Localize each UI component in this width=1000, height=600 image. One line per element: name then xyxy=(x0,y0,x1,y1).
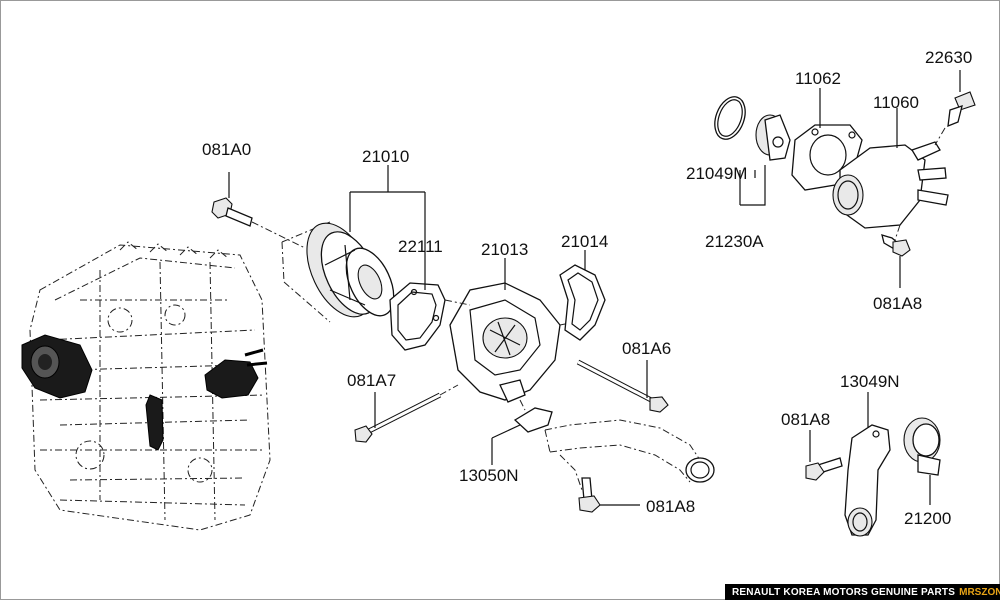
engine-assembly-illustration xyxy=(21,241,271,531)
thermostat-21200 xyxy=(903,417,941,505)
bolt-081A8-thermo xyxy=(805,430,843,481)
thermostat-top xyxy=(739,114,791,206)
oring-21049M xyxy=(714,96,746,140)
label-081A8-right: 081A8 xyxy=(873,294,922,313)
label-13049N: 13049N xyxy=(840,372,900,391)
label-081A0: 081A0 xyxy=(202,140,251,159)
thermostat-housing-13049N xyxy=(844,392,891,537)
label-11060: 11060 xyxy=(873,93,919,112)
bolt-081A6 xyxy=(576,359,669,413)
gasket-21014 xyxy=(559,264,606,341)
engine-hose-highlight xyxy=(145,394,164,451)
label-21013: 21013 xyxy=(481,240,528,259)
label-11062: 11062 xyxy=(795,69,841,88)
water-pump-pulley-21010 xyxy=(281,221,395,323)
label-21200: 21200 xyxy=(904,509,951,528)
footer-brand: MRSZONE xyxy=(959,586,1000,598)
label-21014: 21014 xyxy=(561,232,608,251)
label-22630: 22630 xyxy=(925,48,972,67)
engine-water-pump-highlight xyxy=(21,334,93,399)
label-22111: 22111 xyxy=(398,237,443,256)
gasket-22111 xyxy=(389,282,446,351)
oring-13050N xyxy=(491,399,553,465)
label-21230A: 21230A xyxy=(705,232,764,251)
engine-thermostat-highlight xyxy=(204,348,268,399)
label-21010: 21010 xyxy=(362,147,409,166)
label-081A8-thermo: 081A8 xyxy=(781,410,830,429)
temperature-sensor-22630 xyxy=(934,70,976,146)
bolt-081A7 xyxy=(354,384,459,443)
bolt-081A8-bottom xyxy=(578,477,640,513)
leader-lines xyxy=(349,88,821,290)
thermostat-housing-11060 xyxy=(832,108,949,241)
label-081A6: 081A6 xyxy=(622,339,671,358)
label-21049M: 21049M xyxy=(686,164,747,183)
part-labels: 081A0 21010 22111 21013 21014 081A6 081A… xyxy=(202,48,972,528)
water-pump-body-21013 xyxy=(444,282,576,403)
label-13050N: 13050N xyxy=(459,466,519,485)
bolt-081A8-right xyxy=(881,234,911,288)
bolt-081A0 xyxy=(211,172,306,249)
label-081A8-bottom: 081A8 xyxy=(646,497,695,516)
label-081A7: 081A7 xyxy=(347,371,396,390)
coolant-pipe xyxy=(544,419,715,491)
footer-text: RENAULT KOREA MOTORS GENUINE PARTS xyxy=(732,586,956,598)
copyright-footer: RENAULT KOREA MOTORS GENUINE PARTS MRSZO… xyxy=(725,584,1000,600)
